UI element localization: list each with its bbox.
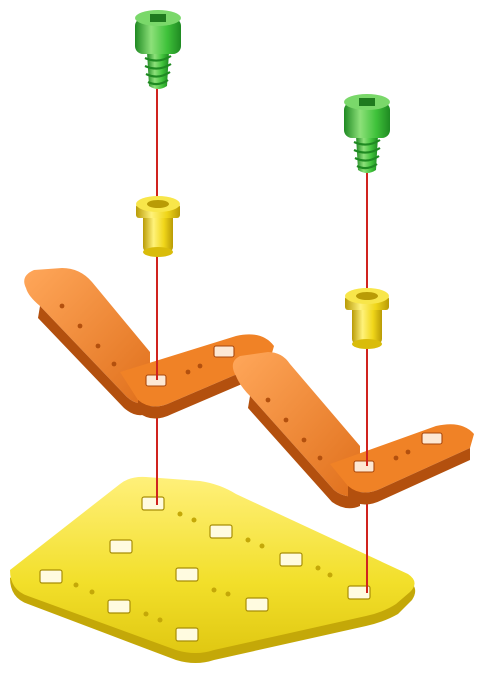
screw-right — [344, 94, 390, 173]
plate-hole — [108, 600, 130, 613]
plate-hole — [40, 570, 62, 583]
plate-hole — [110, 540, 132, 553]
plate-hole — [176, 568, 198, 581]
bracket-hole — [422, 433, 442, 444]
screw-left — [135, 10, 181, 89]
bracket — [24, 268, 474, 508]
plate-hole — [246, 598, 268, 611]
plate-hole — [176, 628, 198, 641]
plate-hole — [280, 553, 302, 566]
bushing-left — [136, 196, 180, 257]
plate-hole — [142, 497, 164, 510]
bracket-hole — [214, 346, 234, 357]
bracket-hole — [354, 461, 374, 472]
bushing-right — [345, 288, 389, 349]
plate-hole — [210, 525, 232, 538]
